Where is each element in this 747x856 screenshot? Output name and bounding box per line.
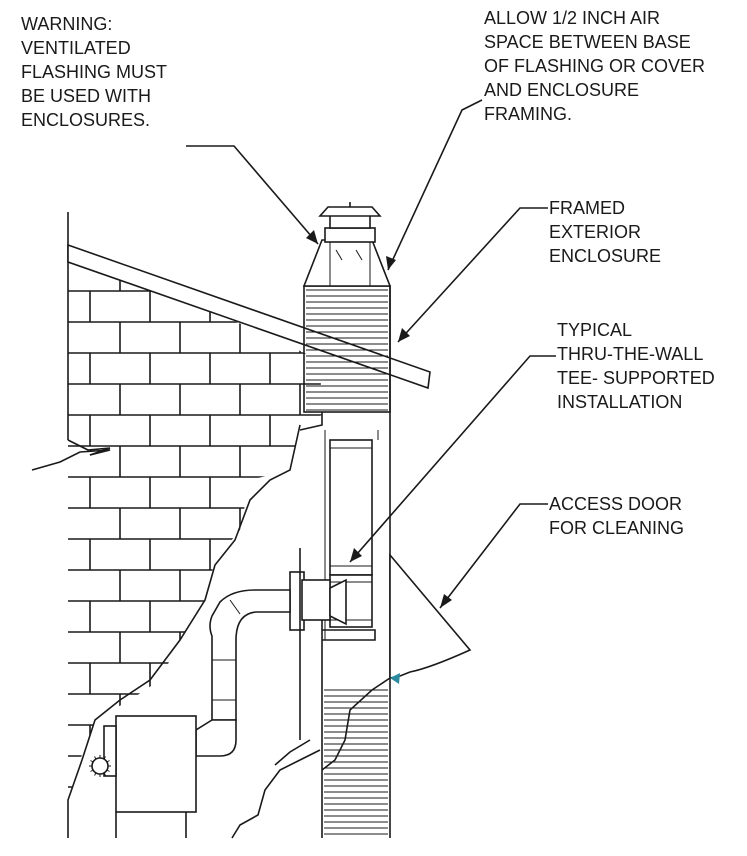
connector-pipe (195, 589, 291, 757)
roof-slope (67, 243, 431, 390)
air-space-line-3: OF FLASHING OR COVER (484, 56, 706, 76)
typical-line-4: INSTALLATION (557, 392, 683, 412)
air-space-line-4: AND ENCLOSURE (484, 80, 640, 100)
typical-line-3: TEE- SUPPORTED (557, 368, 715, 388)
typical-line-1: TYPICAL (557, 320, 633, 340)
chimney-cap (302, 202, 392, 287)
framed-line-1: FRAMED (549, 198, 625, 218)
framed-line-3: ENCLOSURE (549, 246, 662, 266)
warning-line-3: FLASHING MUST (21, 62, 168, 82)
access-door (389, 552, 472, 684)
air-space-callout: ALLOW 1/2 INCH AIR SPACE BETWEEN BASE OF… (484, 6, 705, 126)
warning-line-1: WARNING: (21, 14, 113, 34)
access-door-callout: ACCESS DOOR FOR CLEANING (549, 492, 684, 540)
warning-line-5: ENCLOSURES. (21, 110, 151, 130)
leader-lines (186, 99, 556, 609)
warning-line-4: BE USED WITH (21, 86, 152, 106)
typical-line-2: THRU-THE-WALL (557, 344, 704, 364)
typical-install-callout: TYPICAL THRU-THE-WALL TEE- SUPPORTED INS… (557, 318, 715, 414)
air-space-line-5: FRAMING. (484, 104, 572, 124)
wall-cutaway (31, 424, 321, 839)
framed-line-2: EXTERIOR (549, 222, 642, 242)
air-space-line-2: SPACE BETWEEN BASE (484, 32, 691, 52)
wall-thimble (289, 548, 347, 740)
appliance (89, 715, 197, 838)
access-door-line-1: ACCESS DOOR (549, 494, 683, 514)
access-door-line-2: FOR CLEANING (549, 518, 685, 538)
framed-enclosure-callout: FRAMED EXTERIOR ENCLOSURE (549, 196, 661, 268)
warning-callout: WARNING: VENTILATED FLASHING MUST BE USE… (21, 12, 167, 132)
air-space-line-1: ALLOW 1/2 INCH AIR (484, 8, 661, 28)
warning-line-2: VENTILATED (21, 38, 131, 58)
